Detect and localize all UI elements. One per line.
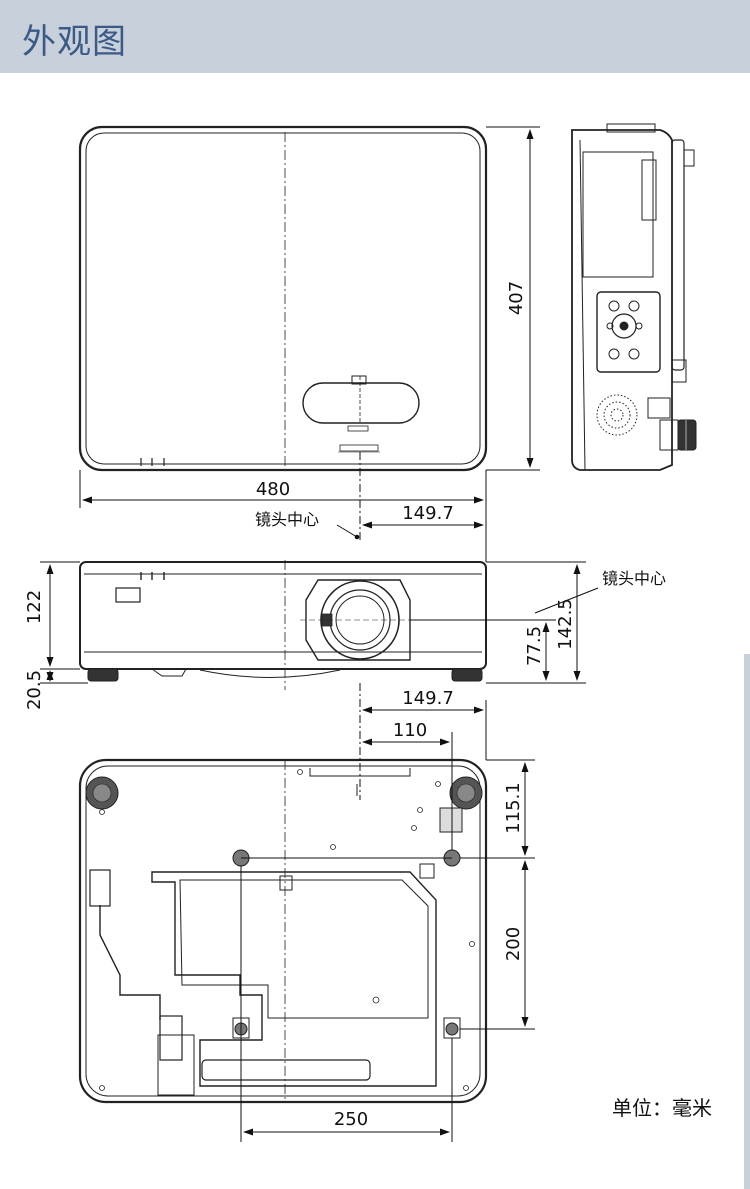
- dim-115-1: 115.1: [503, 782, 524, 834]
- lens-center-label-front: 镜头中心: [602, 569, 666, 588]
- dim-122: 122: [24, 590, 45, 624]
- header-bar: [0, 0, 750, 73]
- right-accent-bar: [744, 654, 750, 1189]
- dim-480: 480: [256, 479, 290, 500]
- bottom-view: [78, 758, 488, 1104]
- lens-center-label-top: 镜头中心: [255, 510, 319, 529]
- dim-142-5: 142.5: [555, 598, 576, 650]
- page-title: 外观图: [22, 22, 127, 62]
- front-view: [79, 560, 487, 690]
- side-view: [571, 123, 697, 471]
- dim-110: 110: [393, 720, 427, 741]
- dim-149-7-top: 149.7: [402, 503, 454, 524]
- dim-407: 407: [506, 281, 527, 315]
- dim-77-5: 77.5: [524, 626, 545, 666]
- dim-200: 200: [503, 927, 524, 961]
- unit-label: 单位：毫米: [612, 1096, 712, 1120]
- dim-149-7-bottom: 149.7: [402, 688, 454, 709]
- dim-250: 250: [334, 1109, 368, 1130]
- top-view: [78, 125, 488, 472]
- dim-20-5: 20.5: [24, 670, 45, 710]
- dimension-lines: [40, 126, 599, 1142]
